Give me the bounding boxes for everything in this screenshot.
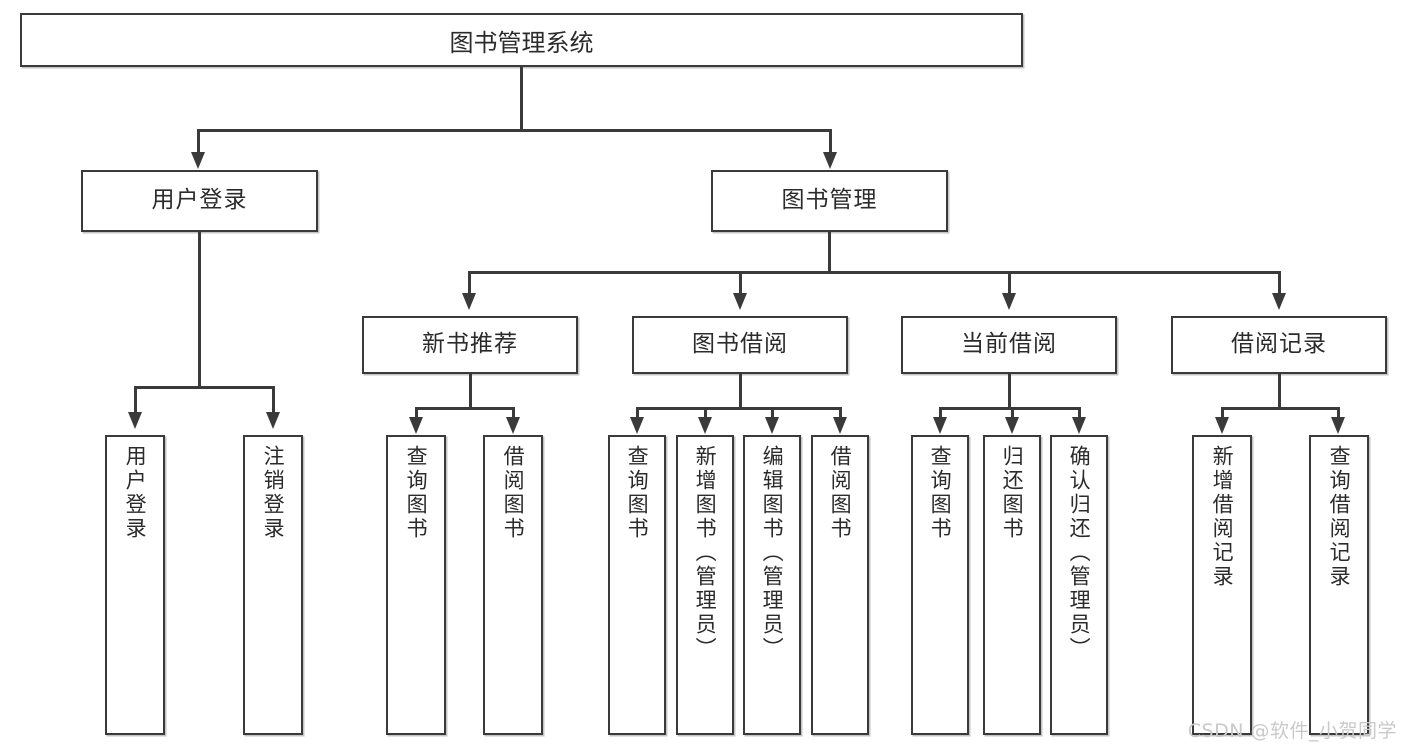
node-leaf-query-book-3[interactable]: 查询图书 — [911, 435, 969, 735]
connector-book-borrow-drop-2 — [704, 407, 707, 419]
node-leaf-edit-book-label: 编辑图书（管理员） — [760, 445, 785, 661]
node-leaf-confirm-return-label: 确认归还（管理员） — [1067, 445, 1092, 661]
node-leaf-query-book-2[interactable]: 查询图书 — [608, 435, 666, 735]
connector-new-book-recommend-bus — [415, 407, 514, 410]
node-leaf-query-book-1[interactable]: 查询图书 — [386, 435, 446, 735]
connector-root-to-user-login — [197, 129, 200, 154]
arrow-root-to-book-manage — [823, 152, 837, 169]
connector-book-borrow-drop-3 — [771, 407, 774, 419]
connector-book-manage-drop-2 — [739, 271, 742, 295]
node-new-book-recommend-label: 新书推荐 — [422, 331, 518, 358]
connector-current-borrow-stem — [1008, 374, 1011, 408]
node-leaf-borrow-book-1-label: 借阅图书 — [501, 445, 526, 541]
arrow-book-manage-to-current-borrow — [1002, 293, 1016, 310]
arrow-current-borrow-to-query-book — [933, 417, 947, 434]
arrow-user-login-to-leaf-user-login — [128, 412, 142, 429]
node-book-manage-label: 图书管理 — [781, 187, 878, 214]
connector-borrow-record-stem — [1278, 374, 1281, 408]
connector-current-borrow-drop-3 — [1078, 407, 1081, 419]
connector-book-manage-bus — [468, 271, 1280, 274]
node-leaf-add-book[interactable]: 新增图书（管理员） — [676, 435, 734, 735]
node-leaf-return-book-label: 归还图书 — [1000, 445, 1025, 541]
connector-user-login-drop-2 — [272, 386, 275, 414]
connector-book-manage-drop-4 — [1278, 271, 1281, 295]
connector-root-stem — [520, 67, 523, 129]
arrow-borrow-record-to-add-record — [1215, 417, 1229, 434]
node-leaf-confirm-return[interactable]: 确认归还（管理员） — [1050, 435, 1108, 735]
node-borrow-record[interactable]: 借阅记录 — [1171, 316, 1387, 374]
connector-user-login-bus — [134, 386, 274, 389]
node-leaf-query-record[interactable]: 查询借阅记录 — [1309, 435, 1369, 735]
node-leaf-borrow-book-1[interactable]: 借阅图书 — [483, 435, 543, 735]
connector-book-borrow-stem — [739, 374, 742, 408]
connector-borrow-record-drop-1 — [1221, 407, 1224, 419]
connector-borrow-record-bus — [1221, 407, 1339, 410]
connector-book-manage-drop-3 — [1008, 271, 1011, 295]
connector-book-manage-stem — [828, 232, 831, 272]
node-leaf-user-login[interactable]: 用户登录 — [105, 435, 165, 735]
arrow-current-borrow-to-confirm-return — [1072, 417, 1086, 434]
node-current-borrow[interactable]: 当前借阅 — [901, 316, 1117, 374]
connector-user-login-stem — [198, 232, 201, 386]
node-leaf-add-book-label: 新增图书（管理员） — [693, 445, 718, 661]
node-leaf-user-logout-label: 注销登录 — [261, 445, 286, 541]
arrow-book-borrow-to-query-book — [630, 417, 644, 434]
node-borrow-record-label: 借阅记录 — [1231, 331, 1327, 358]
node-leaf-query-book-2-label: 查询图书 — [625, 445, 650, 541]
arrow-current-borrow-to-return-book — [1005, 417, 1019, 434]
arrow-new-book-recommend-to-query-book — [409, 417, 423, 434]
node-leaf-add-record[interactable]: 新增借阅记录 — [1192, 435, 1252, 735]
node-leaf-user-logout[interactable]: 注销登录 — [243, 435, 303, 735]
arrow-new-book-recommend-to-borrow-book — [506, 417, 520, 434]
node-leaf-add-record-label: 新增借阅记录 — [1210, 445, 1235, 589]
connector-root-bus — [197, 129, 831, 132]
connector-current-borrow-bus — [939, 407, 1079, 410]
node-new-book-recommend[interactable]: 新书推荐 — [362, 316, 578, 374]
connector-new-book-recommend-drop-2 — [512, 407, 515, 419]
node-leaf-query-book-1-label: 查询图书 — [404, 445, 429, 541]
arrow-book-manage-to-new-book-recommend — [462, 293, 476, 310]
connector-current-borrow-drop-1 — [939, 407, 942, 419]
node-root-label: 图书管理系统 — [449, 28, 594, 57]
arrow-book-borrow-to-borrow-book — [833, 417, 847, 434]
arrow-borrow-record-to-query-record — [1331, 417, 1345, 434]
node-user-login-label: 用户登录 — [151, 187, 248, 214]
node-leaf-query-record-label: 查询借阅记录 — [1327, 445, 1352, 589]
connector-new-book-recommend-stem — [469, 374, 472, 408]
node-book-borrow-label: 图书借阅 — [692, 331, 788, 358]
connector-new-book-recommend-drop-1 — [415, 407, 418, 419]
arrow-root-to-user-login — [191, 152, 205, 169]
connector-book-borrow-drop-1 — [636, 407, 639, 419]
arrow-book-manage-to-book-borrow — [733, 293, 747, 310]
node-book-manage[interactable]: 图书管理 — [711, 170, 948, 232]
connector-user-login-drop-1 — [134, 386, 137, 414]
node-leaf-borrow-book-2[interactable]: 借阅图书 — [811, 435, 869, 735]
arrow-user-login-to-leaf-user-logout — [266, 412, 280, 429]
connector-book-borrow-bus — [636, 407, 841, 410]
node-book-borrow[interactable]: 图书借阅 — [632, 316, 848, 374]
connector-current-borrow-drop-2 — [1011, 407, 1014, 419]
node-root[interactable]: 图书管理系统 — [20, 13, 1023, 67]
node-user-login[interactable]: 用户登录 — [81, 170, 318, 232]
connector-root-to-book-manage — [829, 129, 832, 154]
arrow-book-manage-to-borrow-record — [1272, 293, 1286, 310]
node-leaf-user-login-label: 用户登录 — [123, 445, 148, 541]
arrow-book-borrow-to-add-book — [698, 417, 712, 434]
connector-book-borrow-drop-4 — [839, 407, 842, 419]
connector-book-manage-drop-1 — [468, 271, 471, 295]
node-leaf-return-book[interactable]: 归还图书 — [983, 435, 1041, 735]
arrow-book-borrow-to-edit-book — [765, 417, 779, 434]
node-current-borrow-label: 当前借阅 — [961, 331, 1057, 358]
node-leaf-query-book-3-label: 查询图书 — [928, 445, 953, 541]
node-leaf-edit-book[interactable]: 编辑图书（管理员） — [743, 435, 801, 735]
connector-borrow-record-drop-2 — [1337, 407, 1340, 419]
node-leaf-borrow-book-2-label: 借阅图书 — [828, 445, 853, 541]
